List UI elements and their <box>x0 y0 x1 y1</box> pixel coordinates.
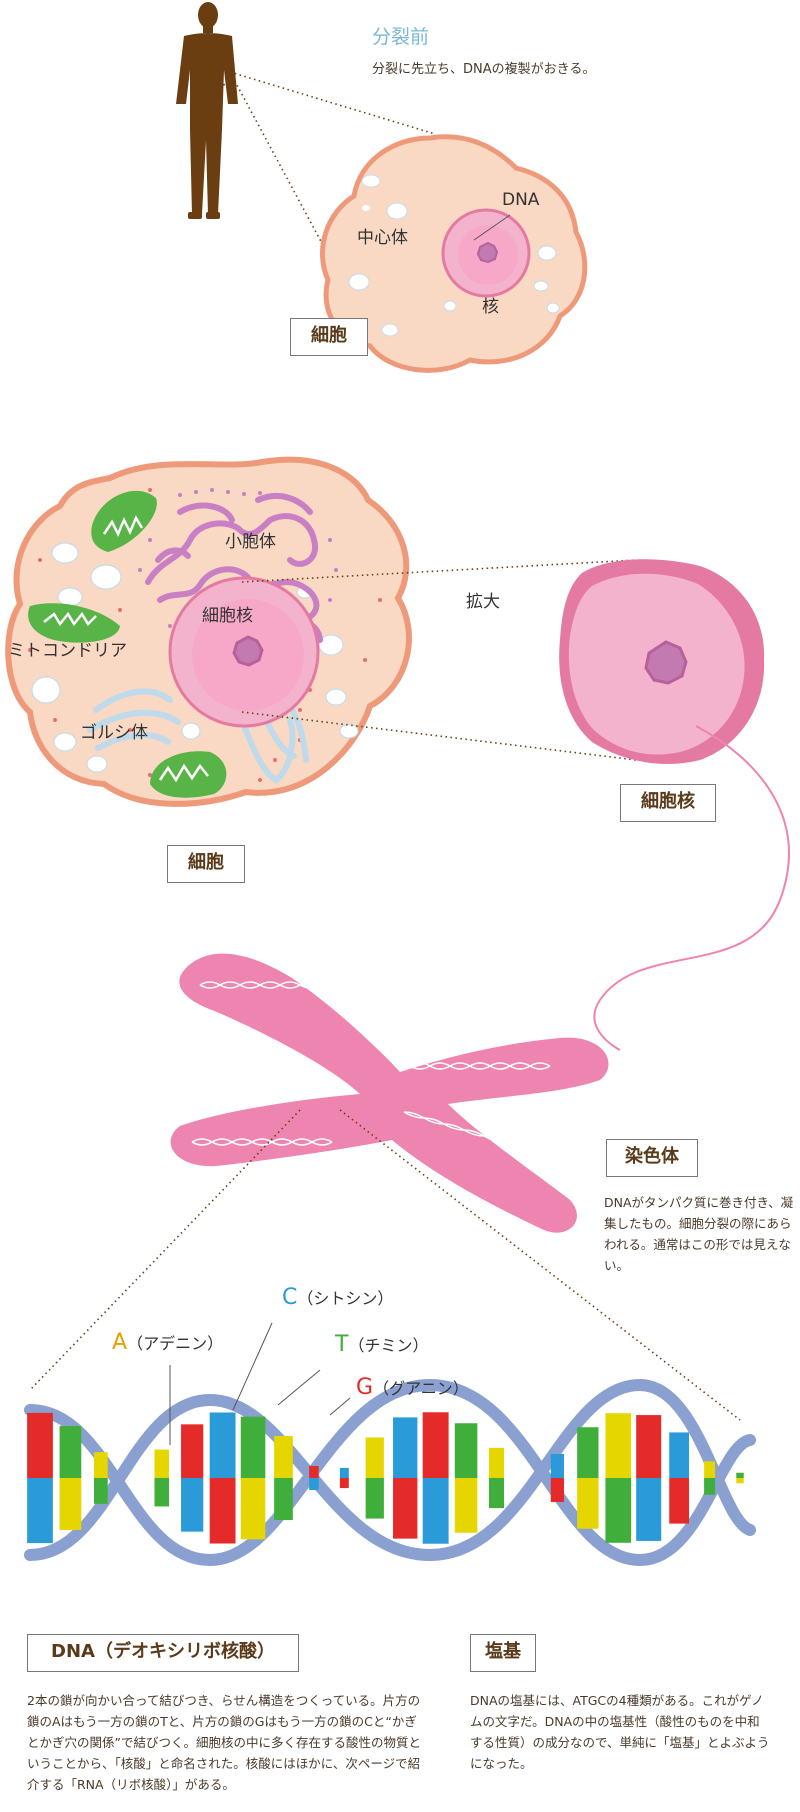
base-label-a: A（アデニン） <box>112 1330 223 1355</box>
box-dna: DNA（デオキシリボ核酸） <box>27 1634 299 1672</box>
chromosome-shape <box>170 953 609 1233</box>
base-pair-rung <box>454 1478 478 1533</box>
base-pair-rung <box>393 1478 418 1539</box>
base-label-c: C（シトシン） <box>282 1285 393 1310</box>
base-desc: DNAの塩基には、ATGCの4種類がある。これがゲノムの文字だ。DNAの中の塩基… <box>470 1693 770 1771</box>
base-pair-rung <box>274 1435 293 1478</box>
base-g-letter: G <box>356 1375 374 1400</box>
box-cell-middle: 細胞 <box>167 845 245 883</box>
mitochondria <box>28 490 227 798</box>
base-pair-rung <box>27 1478 53 1544</box>
base-pair-rung <box>736 1472 744 1478</box>
base-pair-rung <box>27 1412 53 1478</box>
base-pair-rung <box>577 1427 599 1478</box>
base-pair-rung <box>636 1415 662 1478</box>
base-pair-rung <box>181 1478 204 1532</box>
base-pair-rung <box>181 1424 204 1478</box>
base-t-name: （チミン） <box>348 1336 429 1355</box>
base-pair-rung <box>240 1478 266 1540</box>
label-dna-top: DNA <box>502 190 540 210</box>
label-vesicle: 小胞体 <box>225 532 276 552</box>
base-pair-rung <box>550 1478 564 1503</box>
top-cell <box>319 134 588 373</box>
base-pair-rung <box>274 1478 293 1521</box>
base-pair-rung <box>309 1478 319 1491</box>
base-pair-rung <box>489 1447 505 1478</box>
base-pair-rung <box>422 1478 449 1544</box>
large-cell <box>5 456 412 807</box>
base-pair-rung <box>209 1412 236 1478</box>
base-pair-rung <box>94 1452 108 1478</box>
base-pair-rung <box>365 1478 384 1519</box>
base-pair-rung <box>605 1478 632 1543</box>
base-pair-rung <box>209 1478 236 1544</box>
base-pair-rung <box>577 1478 599 1529</box>
base-pair-rung <box>669 1432 690 1478</box>
base-pair-rung <box>736 1478 744 1484</box>
base-pair-rung <box>59 1426 82 1478</box>
base-pair-rung <box>704 1461 716 1478</box>
base-label-g: G（グアニン） <box>356 1375 469 1400</box>
base-pair-rung <box>489 1478 505 1509</box>
base-pair-rung <box>59 1478 82 1530</box>
base-pointer-lines <box>169 1322 351 1445</box>
top-title: 分裂前 <box>372 26 430 48</box>
base-pair-rung <box>669 1478 690 1524</box>
box-cell-nucleus: 細胞核 <box>620 784 716 822</box>
base-pair-rung <box>704 1478 716 1495</box>
base-pair-rung <box>365 1437 384 1478</box>
base-pair-rung <box>636 1478 662 1541</box>
label-centrosome: 中心体 <box>357 228 408 248</box>
chromosome-desc: DNAがタンパク質に巻き付き、凝集したもの。細胞分裂の際にあらわれる。通常はこの… <box>604 1195 794 1273</box>
dna-desc: 2本の鎖が向かい合って結びつき、らせん構造をつくっている。片方の鎖のAはもう一方… <box>27 1693 421 1792</box>
base-pair-rung <box>309 1465 319 1478</box>
base-pair-rung <box>393 1417 418 1478</box>
box-cell-top: 細胞 <box>290 318 368 356</box>
zoom-lines-nucleus <box>241 559 637 761</box>
base-pair-rung <box>154 1449 169 1478</box>
base-pair-rung <box>550 1453 564 1478</box>
enlarged-nucleus <box>559 559 790 1051</box>
base-pairs <box>27 1412 744 1544</box>
base-pair-rung <box>154 1478 169 1507</box>
label-mitochondria: ミトコンドリア <box>8 641 127 661</box>
base-a-letter: A <box>112 1330 128 1355</box>
base-g-name: （グアニン） <box>373 1379 469 1398</box>
base-a-name: （アデニン） <box>127 1334 224 1353</box>
zoom-lines-person <box>214 70 436 263</box>
base-c-name: （シトシン） <box>297 1289 394 1308</box>
base-t-letter: T <box>335 1332 349 1357</box>
base-pair-rung <box>422 1412 449 1478</box>
base-pair-rung <box>94 1478 108 1504</box>
base-pair-rung <box>339 1478 349 1489</box>
base-pair-rung <box>339 1467 349 1478</box>
label-golgi: ゴルシ体 <box>80 723 148 743</box>
top-subtitle: 分裂に先立ち、DNAの複製がおきる。 <box>372 62 596 77</box>
human-silhouette <box>176 2 238 219</box>
label-zoom: 拡大 <box>466 592 500 612</box>
base-pair-rung <box>240 1416 266 1478</box>
base-pair-rung <box>605 1413 632 1478</box>
box-base: 塩基 <box>470 1634 536 1672</box>
label-nucleus-top: 核 <box>482 297 499 317</box>
label-cell-nucleus: 細胞核 <box>202 606 253 626</box>
base-label-t: T（チミン） <box>335 1332 428 1357</box>
base-c-letter: C <box>282 1285 298 1310</box>
dna-helix <box>24 1378 756 1567</box>
base-pair-rung <box>454 1423 478 1478</box>
box-chromosome: 染色体 <box>606 1139 698 1177</box>
